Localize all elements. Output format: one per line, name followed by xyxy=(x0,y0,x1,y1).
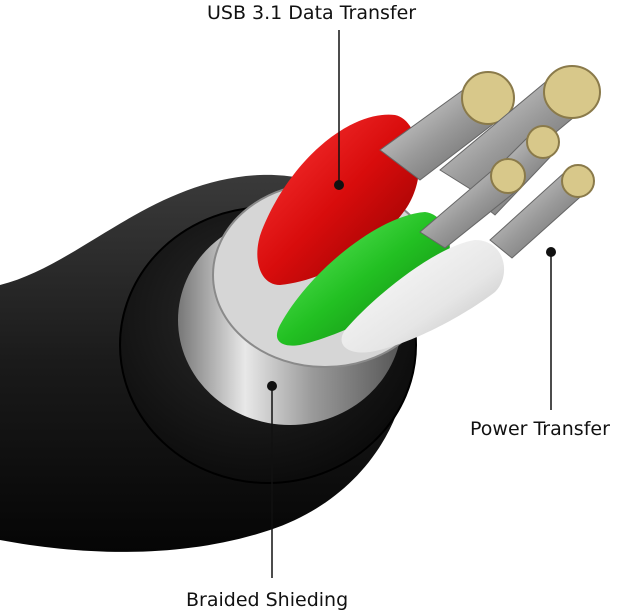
stranded-wires xyxy=(379,65,601,259)
leader-dot-top xyxy=(334,180,344,190)
leader-dot-right xyxy=(546,247,556,257)
braided-shielding-label: Braided Shieding xyxy=(186,589,349,611)
red-data-core xyxy=(257,114,420,285)
white-power-core xyxy=(341,240,505,353)
leader-dot-bottom xyxy=(267,381,277,391)
green-data-core xyxy=(276,212,450,346)
usb-data-transfer-label: USB 3.1 Data Transfer xyxy=(207,2,417,24)
power-transfer-label: Power Transfer xyxy=(470,418,610,440)
